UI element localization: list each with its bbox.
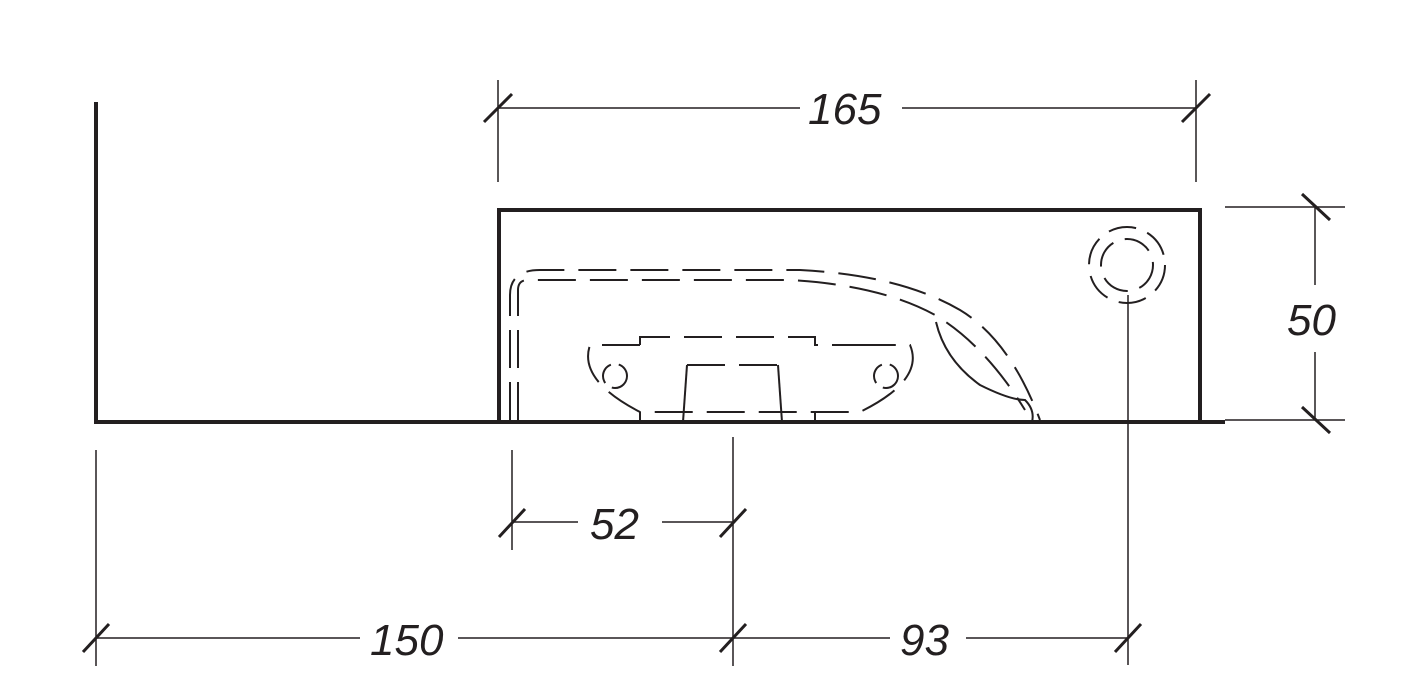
dimension-50 [1225, 192, 1345, 435]
dimension-165 [482, 80, 1212, 182]
dimension-label-150: 150 [370, 616, 444, 665]
extension-lines-bottom [95, 437, 734, 666]
dimension-label-50: 50 [1287, 296, 1336, 345]
dimension-93 [733, 622, 1143, 654]
main-body-outline [497, 208, 1202, 422]
dimension-label-52: 52 [590, 500, 639, 549]
dimension-label-93: 93 [900, 616, 949, 665]
slotted-bracket-dashed [587, 336, 914, 422]
wall-and-floor [94, 102, 1225, 424]
hidden-curve-solid [935, 321, 1034, 423]
dimension-label-165: 165 [808, 85, 882, 134]
latch-block [682, 364, 783, 423]
dimension-52 [497, 507, 748, 539]
hidden-contour-dashed [509, 269, 1041, 421]
fixing-hole-circles [1088, 226, 1166, 304]
